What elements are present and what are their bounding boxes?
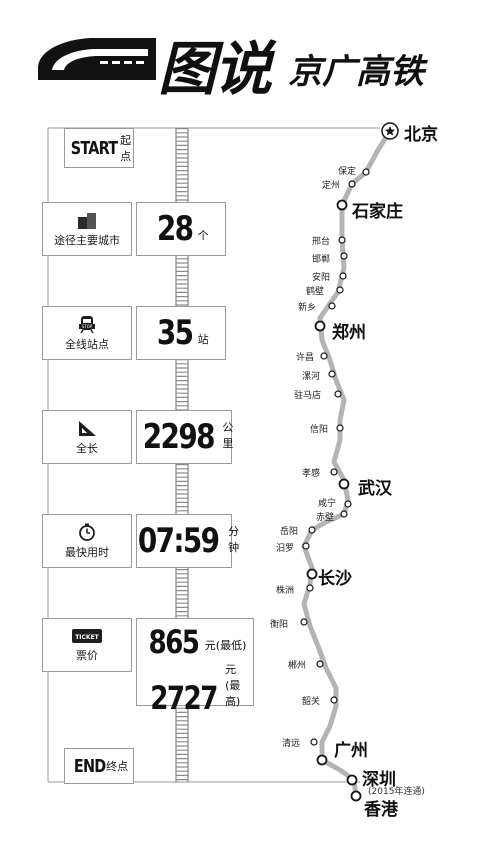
station-xiaogan: 孝感 [302, 469, 321, 479]
stat-value: 07:59 [137, 521, 220, 561]
stat-label: 最快用时 [65, 545, 109, 559]
start-label: START [70, 137, 118, 159]
station-luohe: 漯河 [302, 372, 321, 382]
station-handan: 邯郸 [312, 255, 331, 265]
end-box: END 终点 [64, 748, 134, 784]
station-dingzhou: 定州 [322, 181, 341, 191]
station-xinyang: 信阳 [310, 425, 329, 435]
station-shenzhen: 深圳 [362, 770, 396, 790]
start-sub-label: 起点 [120, 134, 132, 163]
station-beijing: 北京 [404, 125, 438, 145]
stat-value: 2298 [142, 417, 215, 457]
stat-value: 35 [157, 313, 194, 353]
station-changsha: 长沙 [318, 569, 352, 589]
stat-unit: 个 [197, 229, 209, 242]
station-xuchang: 许昌 [296, 353, 315, 363]
city-buildings-icon [78, 212, 96, 229]
station-shenzhen-note: (2015年连通) [368, 787, 425, 797]
ticket-icon-text: TICKET [75, 634, 99, 641]
stat-value-box-stations: 35 站 [136, 306, 226, 360]
route-line [301, 128, 393, 799]
stat-unit: 站 [197, 333, 209, 346]
stat-label-box-stations: STOP 全线站点 [42, 306, 132, 360]
stat-value-box-time: 07:59 分钟 [136, 514, 239, 568]
station-chibi: 赤壁 [316, 513, 335, 523]
station-miluo: 汨罗 [276, 544, 295, 554]
station-anyang: 安阳 [312, 273, 331, 283]
end-label: END [73, 755, 106, 777]
stopwatch-icon [79, 523, 95, 541]
stat-value-box-cities: 28 个 [136, 202, 226, 256]
station-zhuzhou: 株洲 [276, 586, 295, 596]
station-guangzhou: 广州 [334, 741, 368, 761]
station-xinxiang: 新乡 [298, 303, 317, 313]
ticket-label: 票价 [76, 648, 98, 662]
stat-label: 途径主要城市 [54, 233, 120, 247]
station-hengyang: 衡阳 [270, 620, 289, 630]
station-baoding: 保定 [338, 167, 357, 177]
end-sub-label: 终点 [106, 760, 129, 773]
ticket-max-value: 2727 [150, 679, 218, 717]
ticket-min-row: 865 元(最低) [143, 623, 247, 661]
station-dots [300, 168, 370, 746]
station-qingyuan: 清远 [282, 739, 301, 749]
train-stop-icon: STOP [79, 315, 95, 333]
stat-label-box-cities: 途径主要城市 [42, 202, 132, 256]
station-shaoguan: 韶关 [302, 697, 321, 707]
stat-unit: 公里 [222, 421, 234, 450]
page-subtitle: 京广高铁 [288, 52, 424, 92]
station-zhumadian: 驻马店 [294, 391, 322, 401]
svg-text:STOP: STOP [82, 324, 93, 329]
station-xingtai: 邢台 [312, 237, 331, 247]
stat-label: 全线站点 [65, 337, 109, 351]
ticket-min-unit: 元(最低) [204, 639, 247, 652]
stat-label-box-time: 最快用时 [42, 514, 132, 568]
station-zhengzhou: 郑州 [332, 323, 366, 343]
ruler-triangle-icon [79, 420, 96, 436]
ticket-icon: TICKET [72, 628, 102, 643]
station-wuhan: 武汉 [358, 479, 392, 499]
bullet-train-logo-icon [38, 38, 156, 80]
ticket-label-box: TICKET 票价 [42, 618, 132, 672]
page-title: 图说 [158, 35, 272, 103]
start-box: START 起点 [64, 128, 134, 168]
stat-label: 全长 [76, 441, 98, 455]
stat-value-box-length: 2298 公里 [136, 410, 234, 464]
station-chenzhou: 郴州 [288, 661, 307, 671]
station-xianning: 咸宁 [318, 499, 337, 509]
station-yueyang: 岳阳 [280, 527, 299, 537]
ticket-max-row: 2727 元(最高) [143, 661, 247, 717]
ticket-value-box: 865 元(最低) 2727 元(最高) [136, 618, 254, 717]
stat-unit: 分钟 [228, 525, 240, 554]
ticket-min-value: 865 [148, 623, 199, 661]
stat-label-box-length: 全长 [42, 410, 132, 464]
station-hongkong: 香港 [364, 800, 398, 820]
major-city-dots [306, 199, 362, 802]
ticket-max-unit: 元(最高) [225, 663, 241, 708]
star-icon [385, 126, 395, 136]
stat-value: 28 [157, 209, 194, 249]
station-hebi: 鹤壁 [306, 287, 325, 297]
station-shijiazhuang: 石家庄 [352, 202, 403, 222]
